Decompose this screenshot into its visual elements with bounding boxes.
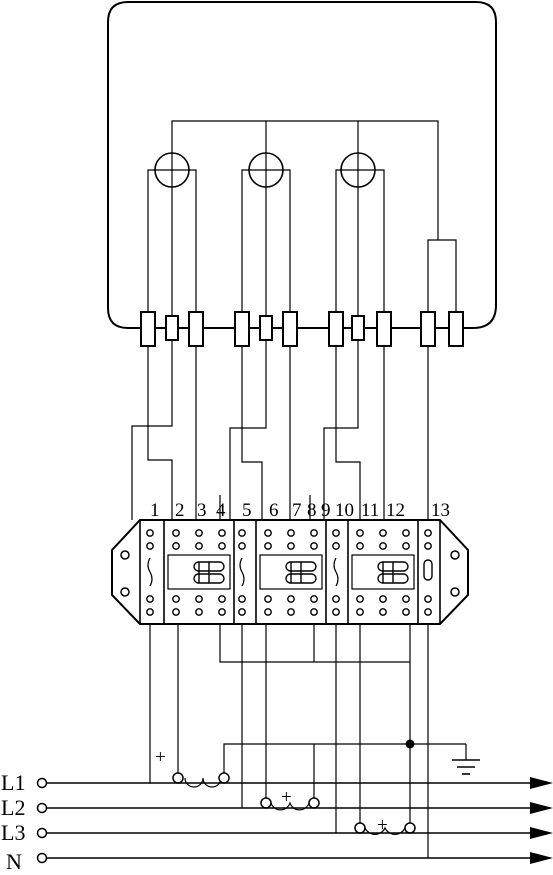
junction-to-ct-wires [149, 624, 466, 858]
terminal-hole [402, 608, 410, 616]
current-transformer-icon: + [260, 787, 320, 811]
terminal-hole [356, 608, 364, 616]
terminal-hole [146, 595, 154, 603]
terminal-hole [146, 542, 154, 550]
terminal-hole [332, 542, 340, 550]
line-label-n: N [6, 849, 22, 874]
terminal-hole [218, 608, 226, 616]
terminal-hole [356, 542, 364, 550]
terminal-number-labels: 1 2 3 4 5 6 7 8 9 10 11 12 13 [150, 500, 450, 521]
terminal-hole [424, 542, 432, 550]
terminal-hole [287, 608, 295, 616]
terminal-number: 2 [175, 500, 185, 521]
polarity-mark: + [377, 815, 388, 836]
terminal-hole [264, 529, 272, 537]
terminal-hole [310, 542, 318, 550]
polarity-mark: + [281, 787, 292, 808]
voltage-link [147, 557, 153, 587]
terminal-hole [146, 529, 154, 537]
voltage-link [333, 557, 339, 587]
terminal-hole [218, 529, 226, 537]
terminal-hole [379, 529, 387, 537]
terminal-hole [195, 608, 203, 616]
terminal-number: 10 [335, 500, 354, 521]
terminal-hole [238, 542, 246, 550]
terminal-hole [172, 608, 180, 616]
terminal-hole [310, 529, 318, 537]
terminal-hole [264, 608, 272, 616]
terminal-hole [356, 595, 364, 603]
terminal-hole [146, 608, 154, 616]
terminal-hole [379, 542, 387, 550]
terminal-number: 3 [197, 500, 207, 521]
meter-element-3 [340, 152, 376, 188]
terminal-hole [424, 595, 432, 603]
terminal-hole [332, 608, 340, 616]
terminal-hole [195, 595, 203, 603]
terminal-hole [287, 529, 295, 537]
terminal-hole [402, 529, 410, 537]
terminal-number: 11 [361, 500, 379, 521]
meter-to-junction-wires [131, 340, 429, 520]
terminal-number: 9 [321, 500, 331, 521]
terminal-number: 6 [269, 500, 279, 521]
terminal-hole [218, 595, 226, 603]
supply-lines: L1 L2 L3 N [1, 770, 553, 874]
terminal-hole [218, 542, 226, 550]
terminal-number: 4 [216, 500, 226, 521]
terminal-hole [238, 608, 246, 616]
terminal-hole [238, 529, 246, 537]
current-transformer-icon: + [155, 747, 230, 788]
polarity-mark: + [155, 747, 166, 768]
energy-meter-icon [107, 1, 497, 347]
terminal-hole [332, 529, 340, 537]
terminal-hole [424, 608, 432, 616]
terminal-hole [332, 595, 340, 603]
voltage-link [239, 557, 245, 587]
line-label-l2: L2 [1, 795, 25, 820]
terminal-hole [238, 595, 246, 603]
test-junction-box-icon [111, 519, 469, 625]
terminal-hole [287, 595, 295, 603]
meter-element-2 [248, 152, 284, 188]
shorting-block [167, 554, 231, 590]
terminal-hole [402, 595, 410, 603]
terminal-hole [310, 595, 318, 603]
line-label-l1: L1 [1, 770, 25, 795]
terminal-hole [310, 608, 318, 616]
terminal-hole [379, 608, 387, 616]
terminal-hole [356, 529, 364, 537]
terminal-number: 12 [386, 500, 405, 521]
shorting-block [351, 554, 415, 590]
neutral-link [423, 559, 433, 581]
terminal-hole [424, 529, 432, 537]
terminal-hole [379, 595, 387, 603]
shorting-block [259, 554, 323, 590]
terminal-hole [195, 542, 203, 550]
terminal-hole [264, 542, 272, 550]
ground-icon [452, 744, 480, 775]
line-label-l3: L3 [1, 820, 25, 845]
meter-element-1 [154, 152, 190, 188]
terminal-hole [172, 542, 180, 550]
terminal-hole [287, 542, 295, 550]
terminal-hole [402, 542, 410, 550]
terminal-hole [172, 595, 180, 603]
terminal-number: 1 [150, 500, 160, 521]
terminal-hole [264, 595, 272, 603]
terminal-number: 13 [431, 500, 450, 521]
terminal-hole [195, 529, 203, 537]
terminal-number: 5 [242, 500, 252, 521]
terminal-hole [172, 529, 180, 537]
terminal-number: 7 [292, 500, 302, 521]
terminal-number: 8 [307, 500, 317, 521]
